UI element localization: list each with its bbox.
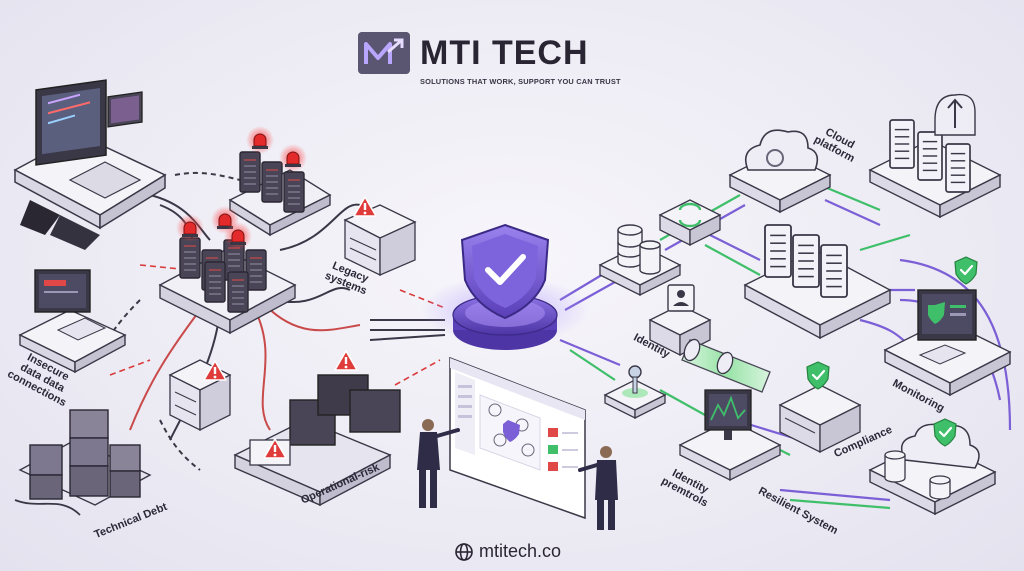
broken-legacy-workstation bbox=[13, 79, 167, 250]
shield-check-icon bbox=[460, 223, 550, 320]
person-right bbox=[578, 446, 618, 530]
alarm-server-rack-top bbox=[228, 125, 332, 237]
user-id-icon bbox=[667, 284, 695, 312]
central-server-rack bbox=[743, 224, 892, 340]
alarm-server-cluster-center bbox=[158, 205, 297, 335]
insecure-terminal bbox=[18, 269, 127, 374]
cloud-server-rack bbox=[868, 93, 1002, 219]
person-left bbox=[417, 419, 460, 508]
operational-risk-servers bbox=[233, 350, 401, 507]
sync-box bbox=[658, 199, 722, 247]
secure-tunnel bbox=[681, 338, 771, 393]
brand-name: MTI TECH bbox=[420, 34, 589, 72]
technical-debt-stack bbox=[14, 409, 152, 516]
cloud-platform bbox=[728, 129, 832, 214]
dashboard-panel bbox=[449, 356, 586, 520]
brand-tagline: SOLUTIONS THAT WORK, SUPPORT YOU CAN TRU… bbox=[420, 77, 621, 86]
website-url[interactable]: mtitech.co bbox=[479, 541, 562, 561]
security-hub bbox=[420, 223, 590, 350]
brand-logo: MTI TECH SOLUTIONS THAT WORK, SUPPORT YO… bbox=[358, 28, 621, 90]
key-icon bbox=[622, 365, 648, 398]
compliance-node bbox=[778, 360, 862, 454]
database-node bbox=[598, 224, 682, 297]
cloud-icon bbox=[744, 129, 819, 171]
resilient-storage-node bbox=[868, 417, 997, 516]
monitoring-node bbox=[883, 255, 1012, 397]
database-icon bbox=[617, 224, 661, 275]
controls-monitor-node bbox=[678, 389, 782, 482]
legacy-systems-box bbox=[343, 196, 417, 277]
globe-icon bbox=[455, 543, 473, 561]
key-node bbox=[603, 365, 667, 420]
sync-icon bbox=[678, 202, 702, 228]
left-flow-cables bbox=[89, 171, 446, 471]
warning-server-small bbox=[168, 359, 232, 432]
alert-triangle-icon bbox=[353, 196, 377, 217]
mti-logo-icon bbox=[358, 32, 410, 74]
